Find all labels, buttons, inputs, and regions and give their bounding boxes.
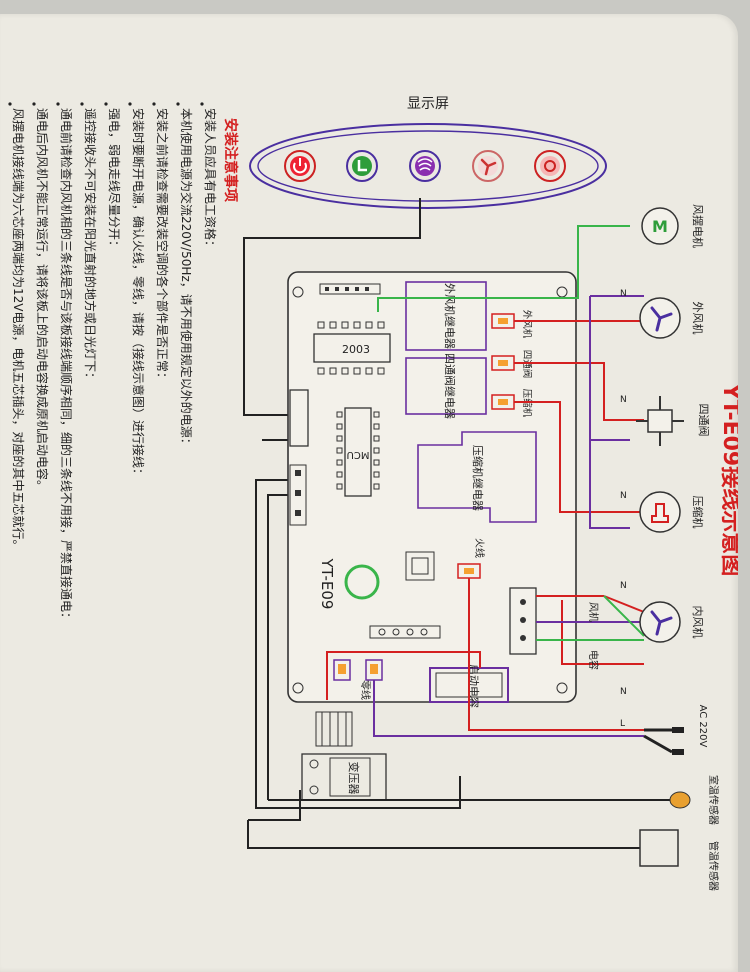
display-outline [249,123,607,209]
mcu-chip [344,407,372,497]
notes-title: 安装注意事项 [222,118,239,202]
room-sensor-label: 室温传感器 [707,775,720,825]
inner-fan-motor [639,601,681,643]
display-connector [319,283,381,295]
buzzer [344,564,380,600]
four-way-relay-label: 四通阀继电器 [443,353,457,419]
compressor-relay [417,431,537,523]
chip-2003 [313,333,391,363]
inner-fan-label: 内风机 [691,606,705,639]
outer-fan-motor [639,297,681,339]
note-item: 本机使用电源为交流220V/50Hz，请不用使用规定以外的电源： [179,108,194,450]
terminal-compressor: 压缩机 [521,389,533,418]
pipe-sensor-label: 管温传感器 [707,841,720,891]
terminal-outer-fan: 外风机 [521,310,533,339]
start-cap-label: 启动电容 [467,664,481,708]
black-wires [243,198,640,849]
four-way-label: 四通阀 [697,404,711,437]
n-mark: N [620,491,627,501]
outer-fan-label: 外风机 [691,302,705,335]
n-mark: N [620,581,627,591]
compressor [639,491,681,533]
fan-button[interactable] [472,150,504,182]
swing-motor-label: 风摆电机 [691,204,705,248]
ac-input [643,727,684,755]
swing-motor: M [641,207,679,245]
terminal-live: 火线 [473,538,486,558]
mode-icon [540,156,560,176]
n-mark: N [620,395,627,405]
note-item: 风摆电机接线端为六芯座两端均为12V电源，电机五芯插头，对座的其中五芯就行。 [11,108,26,551]
diagram-title: YT-E09接线示意图 [718,383,738,576]
sensor-connector [289,464,307,526]
outer-fan-relay-label: 外风机继电器 [443,283,457,349]
mode-button[interactable] [534,150,566,182]
note-item: 强电，弱电走线尽量分开： [107,108,121,252]
fan-label: 风机 [587,602,600,622]
note-item: 安装人员应具有电工资格： [203,108,218,252]
terminal-neutral: 零线 [359,680,372,700]
notes-list: 安装人员应具有电工资格： 本机使用电源为交流220V/50Hz，请不用使用规定以… [11,108,218,624]
mcu-label: MCU [347,449,370,460]
compressor-label: 压缩机 [691,496,705,529]
diagram-sheet: 显示屏 [0,14,738,972]
pin-header [369,625,441,639]
compressor-relay-label: 压缩机继电器 [471,445,485,511]
green-wires [377,225,645,641]
n-mark: N [620,289,627,299]
four-way-valve [636,396,684,446]
purple-wires [373,295,644,737]
capacitor-label: 电容 [587,650,600,670]
timer-icon [352,156,372,176]
l-mark: L [620,719,625,729]
note-item: 通电后内风机不能正常运行，请将该板上的启动电容换成原机启动电容。 [35,108,50,492]
pipe-temp-sensor [639,829,679,867]
outer-fan-relay [405,281,487,351]
ac-label: AC 220V [697,705,708,748]
chip-2003-label: 2003 [342,343,370,356]
note-item: 遥控接收头不可安装在阳光直射的地方或日光灯下： [83,108,98,384]
room-temp-sensor [267,752,691,809]
timer-button[interactable] [346,150,378,182]
n-mark: N [620,687,627,697]
display-label: 显示屏 [407,96,449,112]
power-button[interactable] [284,150,316,182]
svg-text:M: M [652,217,668,236]
four-way-relay [405,357,487,415]
wiring-diagram: 显示屏 [8,96,738,891]
note-item: 安装时要断开电源，确认火线，零线，请按（接线示意图）进行接线： [131,108,146,480]
transformer-label: 变压器 [347,762,361,795]
swing-button[interactable] [409,150,441,182]
left-connector [289,389,309,447]
note-item: 通电前请检查内风机相的三条线是否与该板接线端顺序相同，细的三条线不用接，严禁直接… [59,108,74,624]
board-label: YT-E09 [318,558,336,610]
note-item: 安装之前请检查需要改装空调的各个部件是否正常： [155,108,170,384]
transformer [301,711,387,801]
